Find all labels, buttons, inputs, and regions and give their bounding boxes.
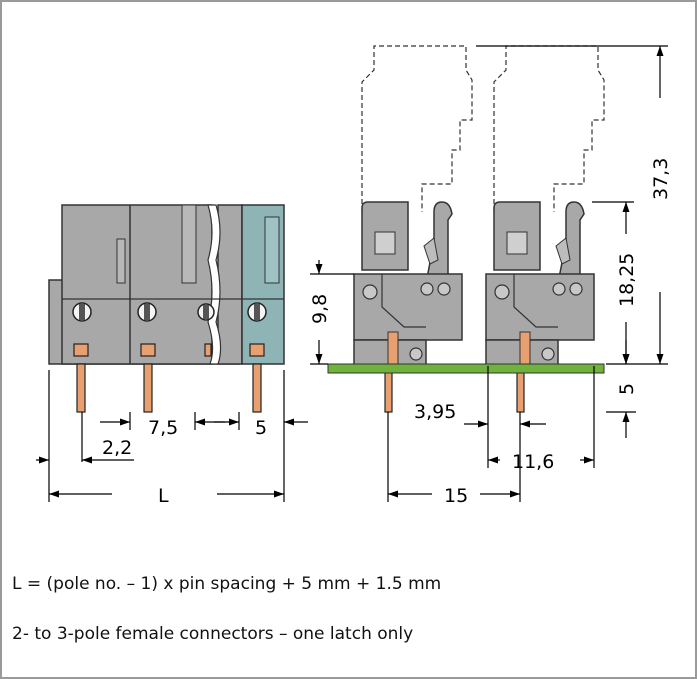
- latch-note: 2- to 3-pole female connectors – one lat…: [12, 624, 414, 644]
- dim-pin-length: 5: [616, 383, 638, 395]
- pin: [143, 363, 153, 413]
- dim-height-body: 18,25: [616, 253, 638, 307]
- wire-entry: [140, 343, 156, 357]
- dim-height-latch: 9,8: [309, 294, 331, 324]
- side-connector-left: [353, 201, 463, 413]
- screw-hole: [137, 302, 157, 322]
- connector-body-mid: [217, 204, 243, 365]
- dim-pitch-side: 15: [444, 485, 468, 507]
- front-view: [48, 204, 285, 413]
- dim-pin-offset-side: 3,95: [414, 401, 456, 423]
- screw-hole: [72, 302, 92, 322]
- pin: [252, 363, 262, 413]
- side-view: [327, 45, 605, 413]
- wire-entry: [73, 343, 89, 357]
- pcb: [327, 363, 605, 374]
- dim-pin-offset: 2,2: [102, 437, 132, 459]
- wire-entry: [204, 343, 212, 357]
- screw-hole: [247, 302, 267, 322]
- side-dimensions: [310, 45, 668, 502]
- wire-entry: [249, 343, 265, 357]
- technical-drawing: 7,5 5 2,2 L 3,95 11,6 15 37,3 18,25 5 9,…: [36, 45, 672, 507]
- screw-hole: [197, 303, 215, 321]
- front-dimensions: [36, 370, 308, 502]
- side-connector-right: [485, 201, 595, 413]
- mating-plug-outline: [361, 45, 473, 212]
- formula-note: L = (pole no. – 1) x pin spacing + 5 mm …: [12, 574, 442, 594]
- dim-depth: 11,6: [512, 451, 554, 473]
- dim-end-pitch: 5: [255, 417, 267, 439]
- break-line: [207, 204, 222, 365]
- mating-plug-outline: [493, 45, 605, 212]
- dim-pin-spacing: 7,5: [148, 417, 178, 439]
- dim-length: L: [158, 485, 169, 507]
- pin: [76, 363, 86, 413]
- dim-height-total: 37,3: [650, 158, 672, 200]
